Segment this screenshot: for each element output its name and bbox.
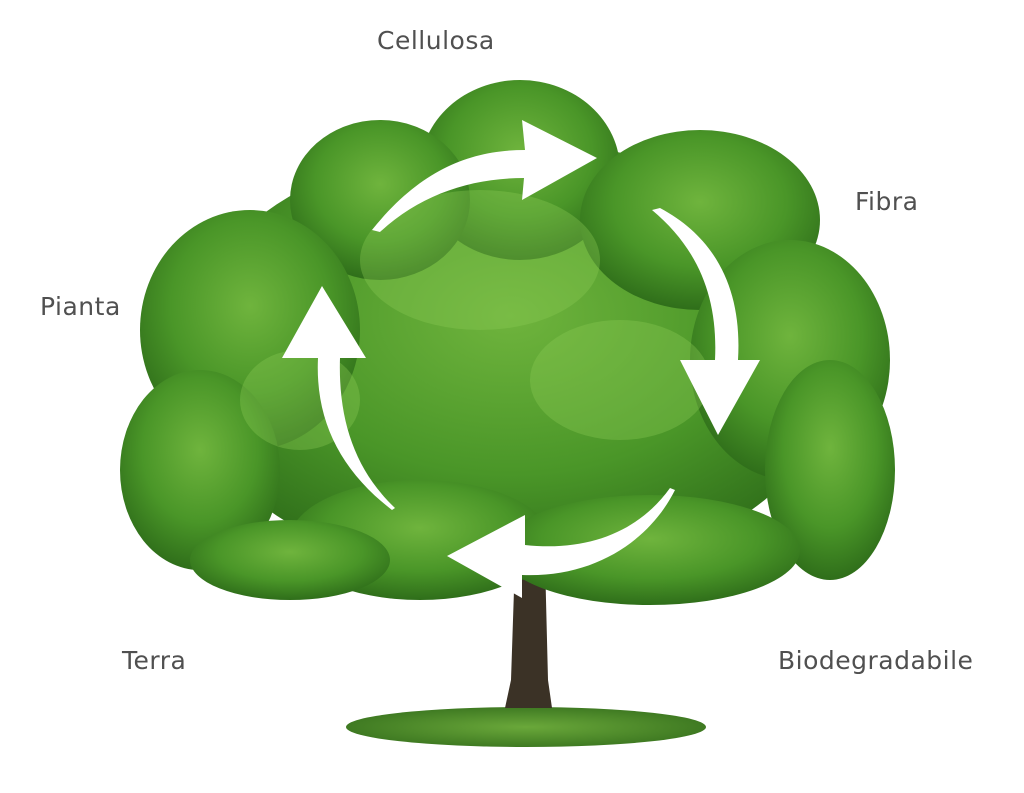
arrow-terra-to-pianta — [282, 286, 395, 510]
tree-trunk — [505, 560, 552, 708]
arrow-biodegradabile-to-terra — [447, 488, 675, 598]
label-pianta: Pianta — [40, 292, 121, 321]
label-terra: Terra — [122, 646, 187, 675]
arrow-fibra-to-biodegradabile — [652, 208, 760, 435]
label-cellulosa: Cellulosa — [377, 26, 495, 55]
arrow-cellulosa-to-fibra — [372, 120, 597, 232]
label-fibra: Fibra — [855, 187, 919, 216]
label-biodegradabile: Biodegradabile — [778, 646, 974, 675]
grass-patch — [346, 707, 706, 747]
